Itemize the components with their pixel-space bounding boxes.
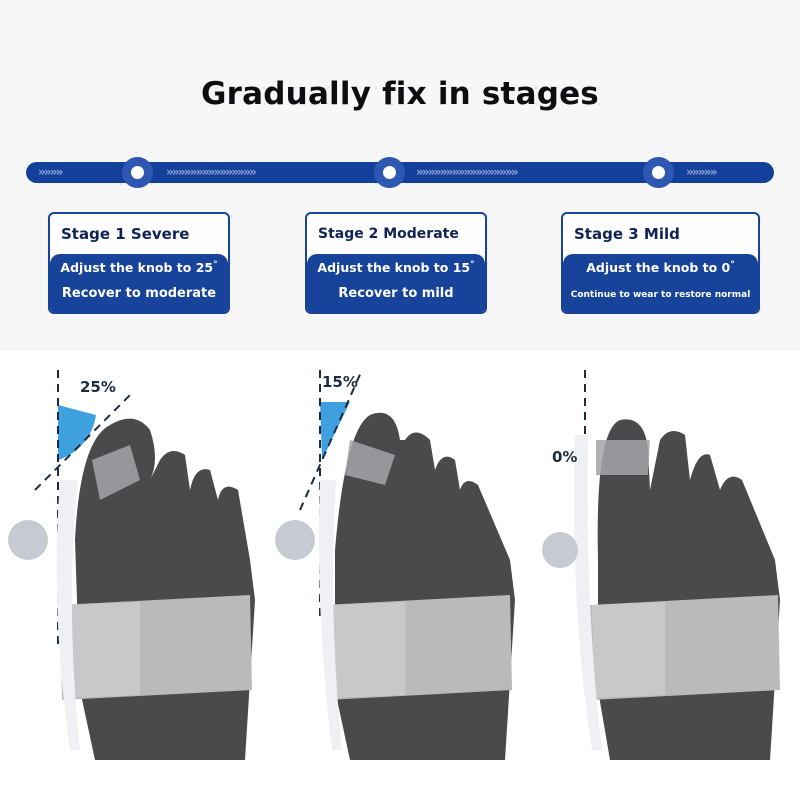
stage-heading: Stage 2 Moderate	[318, 226, 459, 242]
stage-result: Continue to wear to restore normal	[570, 290, 751, 300]
stage-result: Recover to mild	[338, 286, 454, 301]
angle-label: 0%	[552, 448, 578, 466]
stage-3-marker	[643, 157, 674, 188]
stage-heading: Stage 3 Mild	[574, 225, 680, 243]
stage-1-marker	[122, 157, 153, 188]
stage-result: Recover to moderate	[61, 286, 217, 301]
stage-heading: Stage 1 Severe	[61, 225, 190, 243]
foot-corrector-illustration-stage-3	[542, 370, 780, 760]
stage-3-card: Stage 3 Mild Adjust the knob to 0° Conti…	[561, 212, 760, 314]
chevron-icon: » » » »	[38, 165, 63, 179]
stage-instruction: Adjust the knob to 25°	[60, 260, 218, 276]
angle-wedge-icon	[58, 405, 96, 460]
angle-label: 25%	[80, 378, 116, 396]
stage-2-card: Stage 2 Moderate Adjust the knob to 15° …	[305, 212, 487, 314]
foot-corrector-illustration-stage-2	[275, 369, 515, 760]
stage-2-marker	[374, 157, 405, 188]
stage-instruction: Adjust the knob to 15°	[317, 260, 475, 276]
page-title: Gradually fix in stages	[201, 76, 599, 112]
angle-label: 15%	[322, 373, 358, 391]
chevron-icon: » » » » » » » » » » » » » » » » »	[416, 165, 519, 179]
stage-progress-bar: » » » » » » » » » » » » » » » » » » » » …	[26, 157, 774, 188]
chevron-icon: » » » » » » » » » » » » » » »	[166, 165, 257, 179]
stage-1-card: Stage 1 Severe Adjust the knob to 25° Re…	[48, 212, 230, 314]
chevron-icon: » » » » »	[686, 165, 718, 179]
stage-instruction: Adjust the knob to 0°	[586, 260, 735, 276]
foot-corrector-illustration-stage-1	[8, 370, 255, 760]
